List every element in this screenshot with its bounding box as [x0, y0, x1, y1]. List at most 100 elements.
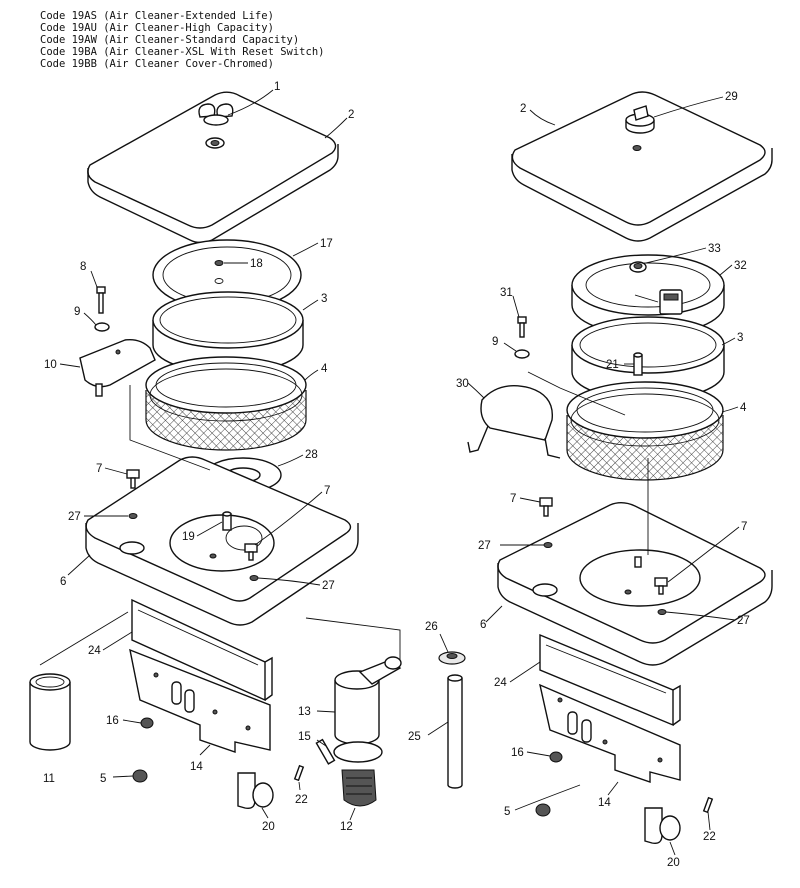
callout-14: 14	[190, 761, 203, 773]
left-nut-5	[132, 769, 148, 783]
tube	[447, 674, 463, 789]
callout-8: 8	[80, 261, 86, 273]
right-reset-switch	[629, 261, 647, 273]
callout-24-right: 24	[494, 677, 507, 689]
callout-20: 20	[262, 821, 275, 833]
left-base	[85, 456, 359, 626]
callout-29: 29	[725, 91, 738, 103]
code-line: Code 19AS (Air Cleaner-Extended Life)	[40, 10, 274, 22]
callout-4: 4	[321, 363, 328, 375]
callout-5-right: 5	[504, 806, 510, 818]
left-support-plate	[129, 648, 271, 753]
callout-2: 2	[348, 109, 354, 121]
callout-6-right: 6	[480, 619, 486, 631]
callout-2-right: 2	[520, 103, 526, 115]
callout-28: 28	[305, 449, 318, 461]
code-line: Code 19BA (Air Cleaner-XSL With Reset Sw…	[40, 46, 325, 58]
callout-15: 15	[298, 731, 311, 743]
left-washer	[94, 322, 110, 332]
left-filter-element	[145, 356, 307, 451]
callout-25: 25	[408, 731, 421, 743]
right-knob	[625, 105, 655, 134]
callout-5: 5	[100, 773, 106, 785]
callout-20-right: 20	[667, 857, 680, 869]
left-fuel-filter	[334, 656, 402, 745]
callout-1: 1	[274, 81, 280, 93]
right-support-plate	[539, 683, 681, 783]
left-nut-16	[140, 717, 154, 729]
code-list: Code 19AS (Air Cleaner-Extended Life) Co…	[40, 10, 324, 70]
left-switch	[333, 741, 383, 807]
callout-7-right-base: 7	[741, 521, 747, 533]
callout-7-right: 7	[510, 493, 516, 505]
right-nut-5	[535, 803, 551, 817]
callout-27-right: 27	[478, 540, 491, 552]
left-stud	[222, 511, 232, 531]
callout-33: 33	[708, 243, 721, 255]
callout-7: 7	[96, 463, 102, 475]
callout-17: 17	[320, 238, 333, 250]
right-screw	[539, 497, 553, 517]
left-wing-nut	[198, 103, 234, 126]
callout-7-base: 7	[324, 485, 330, 497]
right-clip	[644, 807, 681, 845]
right-mounting-bracket	[539, 633, 681, 727]
right-screw-22	[702, 796, 714, 814]
left-guide-line	[129, 385, 211, 471]
callout-26: 26	[425, 621, 438, 633]
right-nut-16	[549, 751, 563, 763]
left-guide-line-hose	[39, 611, 129, 666]
callout-16: 16	[106, 715, 119, 727]
right-indicator	[633, 352, 643, 376]
callout-10: 10	[44, 359, 57, 371]
right-guide-line	[527, 371, 626, 416]
callout-9: 9	[74, 306, 80, 318]
callout-6: 6	[60, 576, 66, 588]
callout-31: 31	[500, 287, 513, 299]
right-bracket	[467, 385, 561, 459]
callout-19: 19	[182, 531, 195, 543]
left-screw-base	[244, 543, 258, 561]
callout-12: 12	[340, 821, 353, 833]
callout-11: 11	[43, 773, 55, 785]
callout-27: 27	[68, 511, 81, 523]
right-cover	[511, 91, 773, 242]
callout-22-right: 22	[703, 831, 716, 843]
right-base	[497, 502, 773, 666]
callout-14-right: 14	[598, 797, 611, 809]
callout-18: 18	[250, 258, 263, 270]
left-screw	[126, 469, 140, 489]
callout-3: 3	[321, 293, 327, 305]
callout-16-right: 16	[511, 747, 524, 759]
callout-21: 21	[606, 359, 619, 371]
right-element-cover	[571, 254, 725, 336]
callout-24: 24	[88, 645, 101, 657]
left-hose	[29, 673, 71, 751]
code-line: Code 19AW (Air Cleaner-Standard Capacity…	[40, 34, 300, 46]
left-screw-22	[293, 764, 305, 782]
code-line: Code 19BB (Air Cleaner Cover-Chromed)	[40, 58, 274, 70]
callout-9-right: 9	[492, 336, 498, 348]
left-mounting-bracket	[131, 598, 273, 702]
right-washer	[514, 349, 530, 359]
callout-4-right: 4	[740, 402, 747, 414]
callout-27-base: 27	[322, 580, 335, 592]
callout-13: 13	[298, 706, 311, 718]
leader-lines	[59, 89, 740, 856]
code-line: Code 19AU (Air Cleaner-High Capacity)	[40, 22, 274, 34]
callout-30: 30	[456, 378, 469, 390]
callout-3-right: 3	[737, 332, 743, 344]
left-bolt	[96, 286, 106, 314]
right-bolt	[517, 316, 527, 338]
callout-32: 32	[734, 260, 747, 272]
left-valve	[315, 738, 336, 765]
left-clip	[237, 772, 274, 810]
grommet	[438, 651, 466, 665]
left-bracket-plate	[79, 338, 156, 397]
callout-22: 22	[295, 794, 308, 806]
right-screw-base	[654, 577, 668, 595]
left-guide-line-filter	[305, 617, 401, 660]
right-filter-element	[566, 381, 724, 481]
